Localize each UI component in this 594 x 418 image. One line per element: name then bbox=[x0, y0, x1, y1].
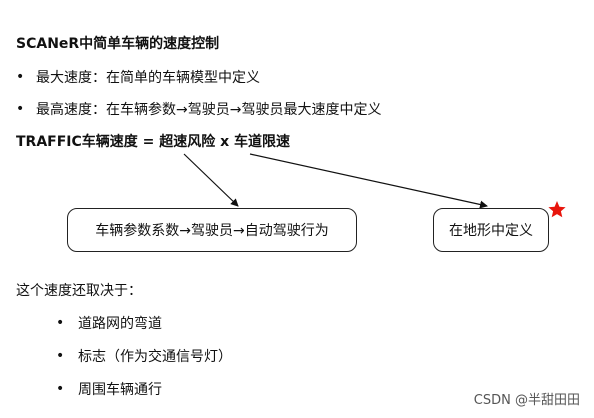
bullet-text: 最高速度：在车辆参数→驾驶员→驾驶员最大速度中定义 bbox=[36, 102, 382, 118]
driver-behavior-box: 车辆参数系数→驾驶员→自动驾驶行为 bbox=[67, 208, 357, 252]
arrow-limit-to-terrain bbox=[249, 153, 488, 209]
arrow-overspeed-to-params bbox=[183, 153, 239, 207]
star-icon bbox=[548, 201, 566, 218]
terrain-box: 在地形中定义 bbox=[433, 208, 549, 252]
driver-behavior-text: 车辆参数系数→驾驶员→自动驾驶行为 bbox=[95, 223, 329, 239]
bullet-dot: • bbox=[56, 348, 65, 364]
sub-bullet-road-curves: • 道路网的弯道 bbox=[56, 313, 162, 333]
bullet-text: 最大速度：在简单的车辆模型中定义 bbox=[36, 70, 260, 86]
depends-on-heading: 这个速度还取决于： bbox=[16, 283, 142, 299]
speed-formula: TRAFFIC车辆速度 = 超速风险 x 车道限速 bbox=[16, 134, 291, 150]
bullet-dot: • bbox=[16, 101, 25, 117]
sub-bullet-text: 周围车辆通行 bbox=[78, 382, 162, 398]
bullet-item-top-speed: • 最高速度：在车辆参数→驾驶员→驾驶员最大速度中定义 bbox=[16, 99, 381, 119]
bullet-dot: • bbox=[56, 381, 65, 397]
slide-title: SCANeR中简单车辆的速度控制 bbox=[16, 36, 220, 52]
bullet-dot: • bbox=[56, 315, 65, 331]
sub-bullet-text: 标志（作为交通信号灯） bbox=[78, 349, 232, 365]
watermark: CSDN @半甜田田 bbox=[473, 393, 580, 408]
terrain-text: 在地形中定义 bbox=[449, 223, 533, 239]
bullet-item-max-speed: • 最大速度：在简单的车辆模型中定义 bbox=[16, 67, 260, 87]
sub-bullet-text: 道路网的弯道 bbox=[78, 316, 162, 332]
bullet-dot: • bbox=[16, 69, 25, 85]
sub-bullet-signs: • 标志（作为交通信号灯） bbox=[56, 346, 232, 366]
sub-bullet-surrounding-traffic: • 周围车辆通行 bbox=[56, 379, 162, 399]
